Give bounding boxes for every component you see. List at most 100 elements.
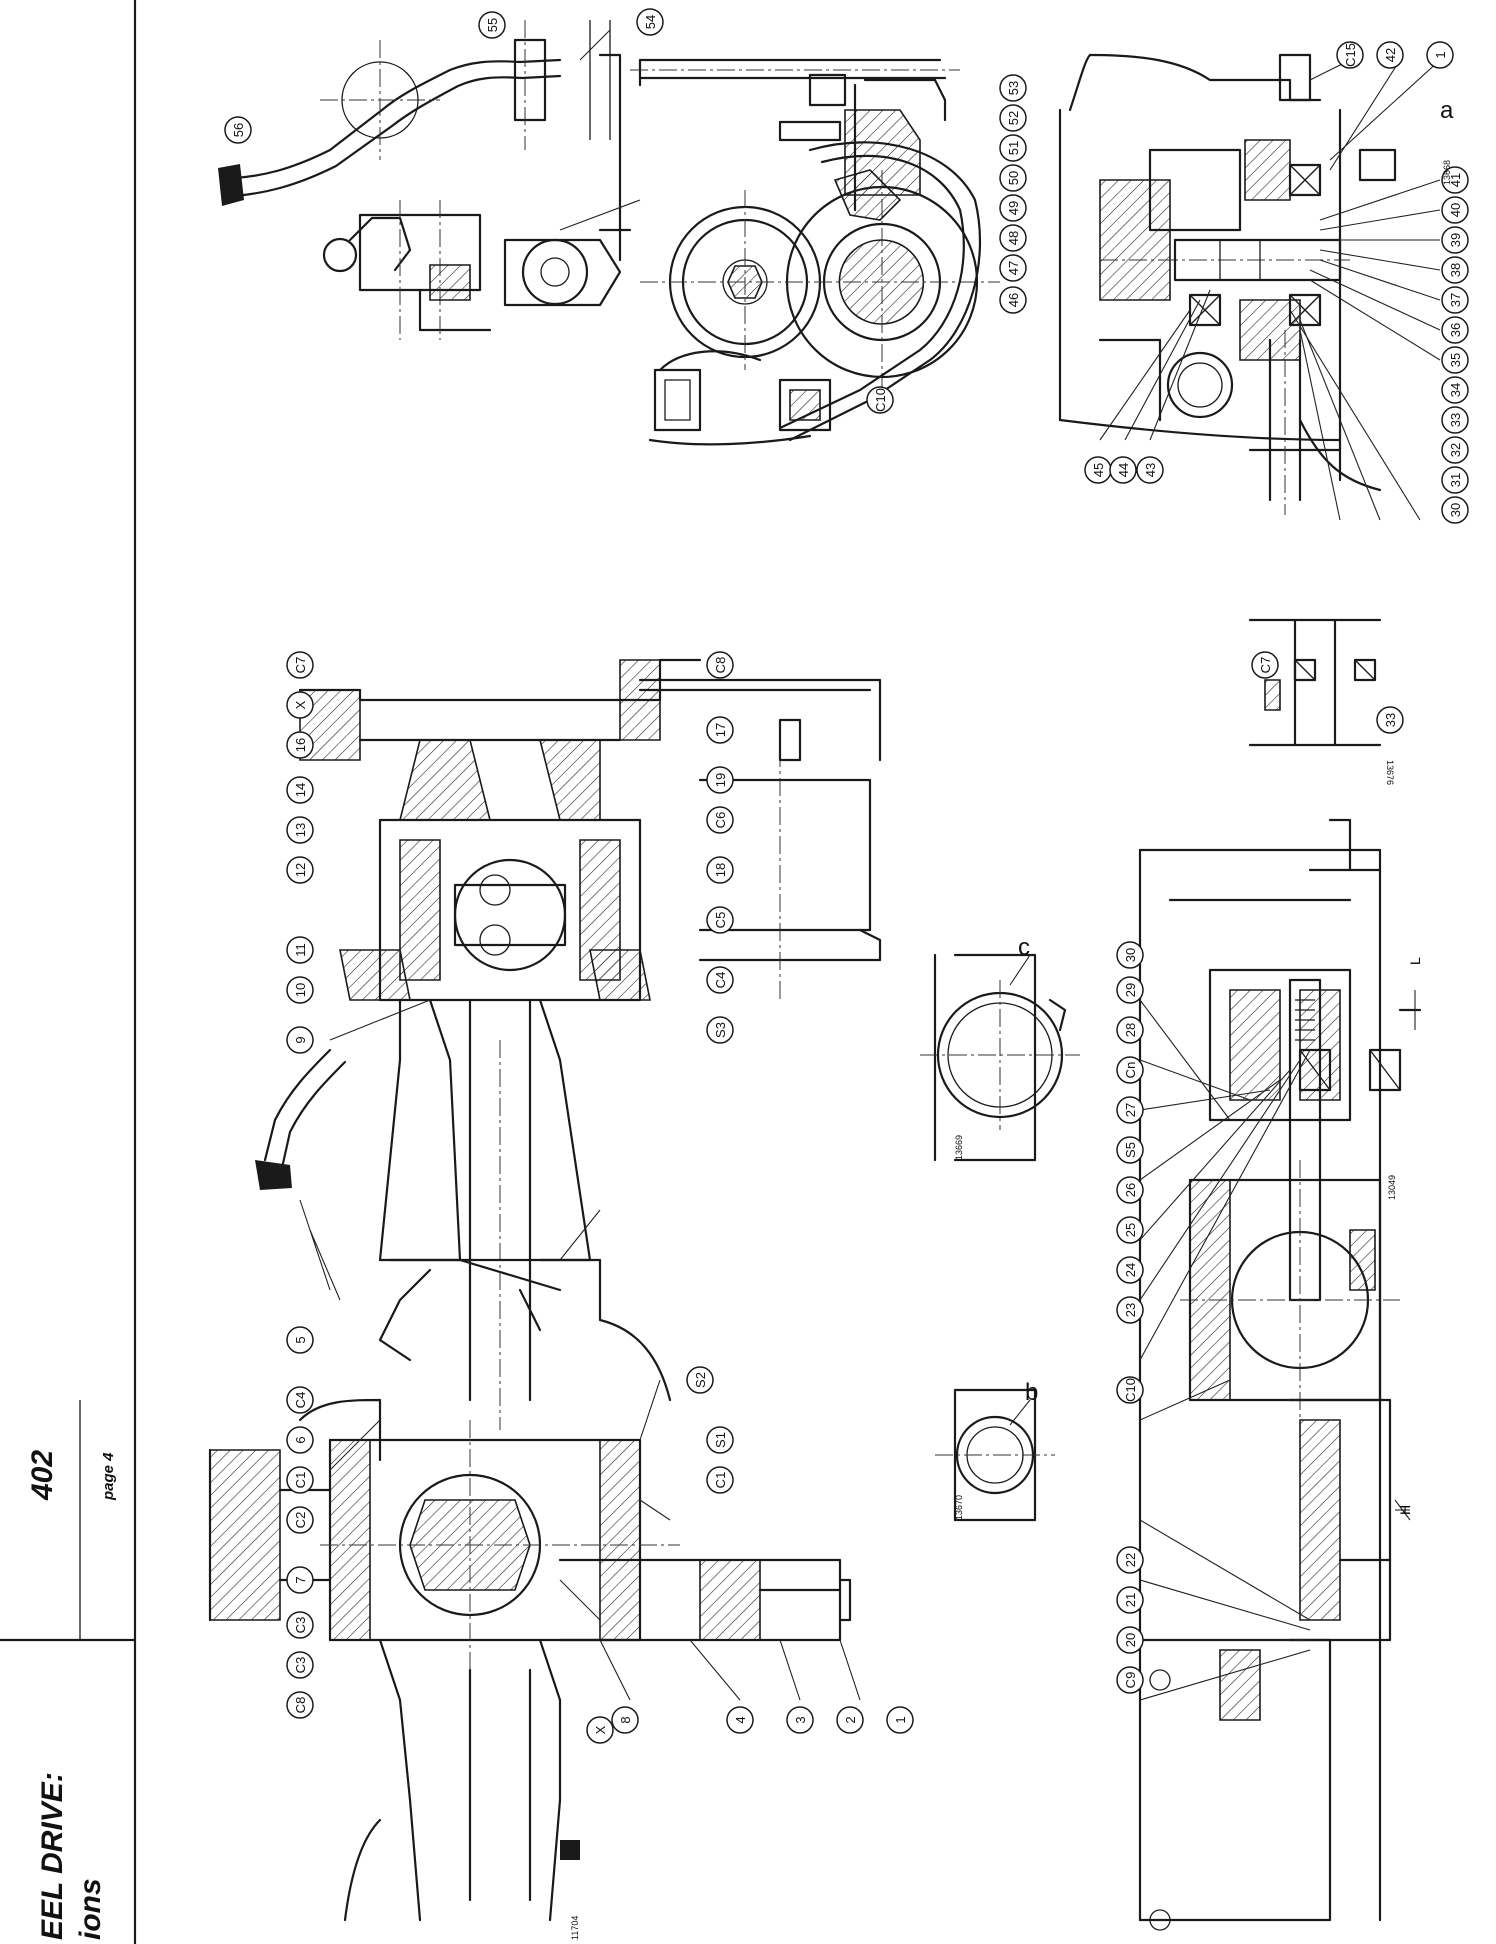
svg-text:C9: C9	[1123, 1672, 1138, 1689]
callout-26: 26	[1116, 1176, 1144, 1204]
callout-C2: C2	[286, 1506, 314, 1534]
callout-S3: S3	[706, 1016, 734, 1044]
svg-text:49: 49	[1006, 201, 1021, 215]
svg-text:6: 6	[293, 1436, 308, 1443]
svg-text:9: 9	[293, 1036, 308, 1043]
transfer-gear-assembly	[1058, 53, 1397, 515]
callout-23: 23	[1116, 1296, 1144, 1324]
svg-text:C8: C8	[713, 657, 728, 674]
callout-33-small: 33	[1376, 706, 1404, 734]
svg-text:3: 3	[793, 1716, 808, 1723]
callouts-top: 56 55 54 53 52 51 50 49 48 47 C10 46 45 …	[224, 8, 1469, 524]
svg-text:S2: S2	[693, 1372, 708, 1388]
callout-6: 6	[286, 1426, 314, 1454]
callout-Cn: Cn	[1116, 1056, 1144, 1084]
callout-24: 24	[1116, 1256, 1144, 1284]
svg-text:19: 19	[713, 773, 728, 787]
callout-4: 4	[726, 1706, 754, 1734]
callout-39: 39	[1441, 226, 1469, 254]
callout-C8: C8	[286, 1691, 314, 1719]
callout-X-top: X	[286, 691, 314, 719]
callout-20: 20	[1116, 1626, 1144, 1654]
svg-text:C10: C10	[1123, 1378, 1138, 1402]
svg-text:C10: C10	[873, 388, 888, 412]
callout-48: 48	[999, 224, 1027, 252]
detail-view-b	[935, 1388, 1055, 1522]
svg-text:C4: C4	[713, 972, 728, 989]
svg-text:55: 55	[485, 18, 500, 32]
svg-text:7: 7	[293, 1576, 308, 1583]
svg-text:S3: S3	[713, 1022, 728, 1038]
svg-text:C1: C1	[713, 1472, 728, 1489]
callout-37: 37	[1441, 286, 1469, 314]
view-letter-a: a	[1440, 97, 1454, 124]
svg-text:C8: C8	[293, 1697, 308, 1714]
callout-C15: C15	[1336, 41, 1364, 69]
callout-1-top: 1	[1426, 41, 1454, 69]
svg-text:38: 38	[1448, 263, 1463, 277]
svg-text:1: 1	[893, 1716, 908, 1723]
callout-14: 14	[286, 776, 314, 804]
callout-52: 52	[999, 104, 1027, 132]
callout-2: 2	[836, 1706, 864, 1734]
svg-text:10: 10	[293, 983, 308, 997]
svg-text:52: 52	[1006, 111, 1021, 125]
svg-text:2: 2	[843, 1716, 858, 1723]
callout-C1: C1	[286, 1466, 314, 1494]
callout-C8-top: C8	[706, 651, 734, 679]
callout-45: 45	[1084, 456, 1112, 484]
callout-56: 56	[224, 116, 252, 144]
svg-text:5: 5	[293, 1336, 308, 1343]
svg-text:48: 48	[1006, 231, 1021, 245]
callout-34: 34	[1441, 376, 1469, 404]
callout-C9: C9	[1116, 1666, 1144, 1694]
svg-text:17: 17	[713, 723, 728, 737]
svg-text:34: 34	[1448, 383, 1463, 397]
callout-50: 50	[999, 164, 1027, 192]
callouts-bottom-right: 30 29 28 Cn 27 S5 26 25 24 23 C10 22 21 …	[1116, 941, 1144, 1694]
callout-27: 27	[1116, 1096, 1144, 1124]
svg-text:43: 43	[1143, 463, 1158, 477]
svg-text:36: 36	[1448, 323, 1463, 337]
svg-text:40: 40	[1448, 203, 1463, 217]
callout-3: 3	[786, 1706, 814, 1734]
callout-C7: C7	[286, 651, 314, 679]
svg-text:54: 54	[643, 15, 658, 29]
callout-13: 13	[286, 816, 314, 844]
svg-text:C5: C5	[713, 912, 728, 929]
svg-text:37: 37	[1448, 293, 1463, 307]
svg-text:C15: C15	[1343, 43, 1358, 67]
svg-text:46: 46	[1006, 293, 1021, 307]
callout-54: 54	[636, 8, 664, 36]
svg-text:27: 27	[1123, 1103, 1138, 1117]
callout-41: 41	[1441, 166, 1469, 194]
fig-number-13670: 13670	[954, 1495, 964, 1520]
svg-text:14: 14	[293, 783, 308, 797]
callout-18: 18	[706, 856, 734, 884]
svg-text:12: 12	[293, 863, 308, 877]
callout-36: 36	[1441, 316, 1469, 344]
svg-text:C3: C3	[293, 1657, 308, 1674]
svg-text:44: 44	[1116, 463, 1131, 477]
callout-C4-left: C4	[286, 1386, 314, 1414]
svg-text:50: 50	[1006, 171, 1021, 185]
svg-text:28: 28	[1123, 1023, 1138, 1037]
svg-text:47: 47	[1006, 261, 1021, 275]
svg-text:8: 8	[618, 1716, 633, 1723]
svg-text:X: X	[593, 1725, 608, 1734]
callout-8: 8	[611, 1706, 639, 1734]
svg-text:Cn: Cn	[1123, 1062, 1138, 1079]
svg-text:35: 35	[1448, 353, 1463, 367]
callout-33-top: 33	[1441, 406, 1469, 434]
callout-7: 7	[286, 1566, 314, 1594]
callout-S2: S2	[686, 1366, 714, 1394]
fig-number-11704: 11704	[570, 1916, 580, 1940]
callout-38: 38	[1441, 256, 1469, 284]
callout-5: 5	[286, 1326, 314, 1354]
callout-22: 22	[1116, 1546, 1144, 1574]
svg-text:C3: C3	[293, 1617, 308, 1634]
callout-11: 11	[286, 936, 314, 964]
svg-text:16: 16	[293, 738, 308, 752]
